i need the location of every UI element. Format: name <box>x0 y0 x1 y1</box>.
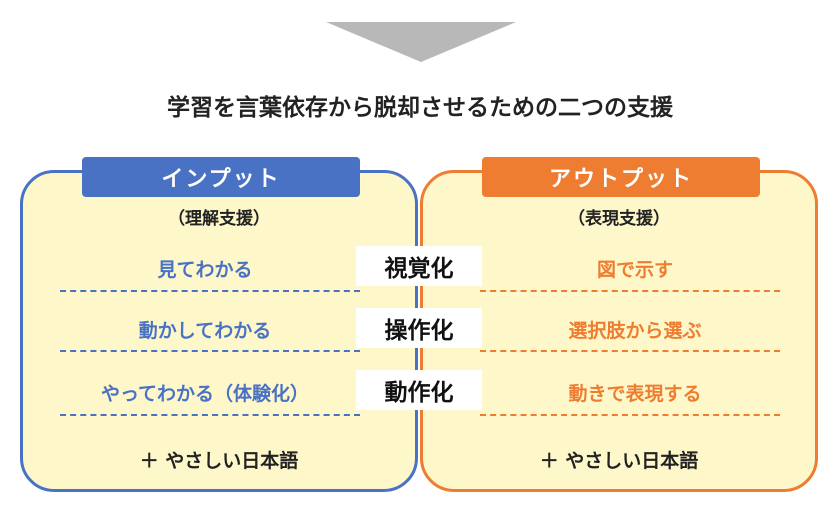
center-label-action: 動作化 <box>356 370 482 410</box>
output-subtitle: （表現支援） <box>568 209 670 229</box>
output-divider <box>480 414 780 416</box>
output-panel <box>420 170 818 492</box>
input-footer: ＋ やさしい日本語 <box>139 450 299 472</box>
output-divider <box>480 290 780 292</box>
down-arrow-icon <box>326 22 516 62</box>
output-footer: ＋ やさしい日本語 <box>539 450 699 472</box>
input-item-see: 見てわかる <box>157 259 253 281</box>
output-item-diagram: 図で示す <box>596 259 673 281</box>
center-label-manipulate: 操作化 <box>356 308 482 348</box>
input-subtitle: （理解支援） <box>168 209 270 229</box>
input-header: インプット <box>82 157 360 197</box>
output-divider <box>480 350 780 352</box>
center-label-visualize: 視覚化 <box>356 246 482 286</box>
output-header: アウトプット <box>482 157 760 197</box>
input-item-experience: やってわかる（体験化） <box>100 383 310 405</box>
output-item-motion: 動きで表現する <box>568 383 702 405</box>
output-item-choose: 選択肢から選ぶ <box>568 320 702 342</box>
input-panel <box>20 170 418 492</box>
input-divider <box>60 290 360 292</box>
input-divider <box>60 414 360 416</box>
input-divider <box>60 350 360 352</box>
input-item-move: 動かしてわかる <box>138 320 272 342</box>
page-title: 学習を言葉依存から脱却させるための二つの支援 <box>167 95 673 121</box>
